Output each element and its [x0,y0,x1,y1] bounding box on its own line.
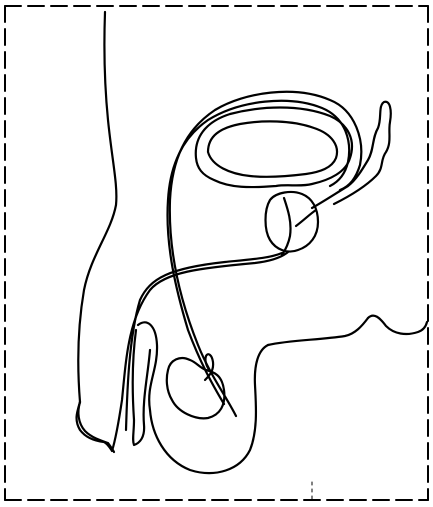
bladder-inner [208,121,337,176]
glans [78,402,114,452]
dashed-frame [5,6,428,500]
prostate [266,192,319,252]
ejaculatory-duct [296,210,316,226]
perineum-outline [268,318,368,345]
scrotum-outline [138,322,268,473]
scrotum-inner-left [133,330,150,445]
body-outline-left [78,12,116,402]
buttock-outline [368,316,427,334]
prostatic-urethra [282,198,291,255]
bladder-outer [196,108,352,188]
